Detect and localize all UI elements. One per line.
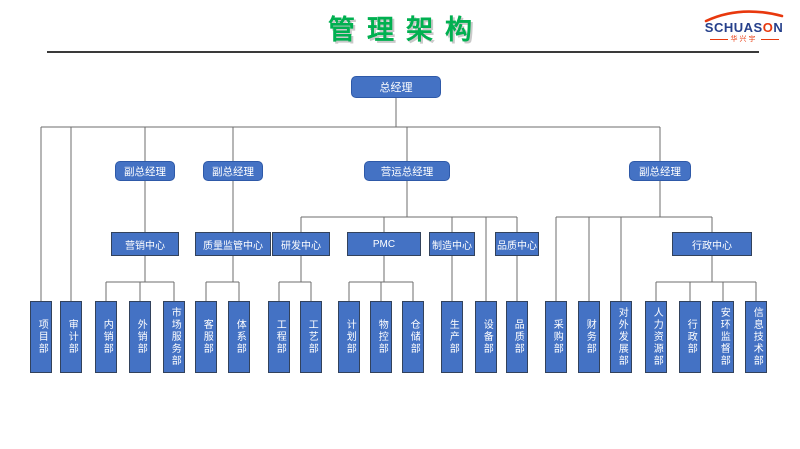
dept-node: 对外发展部 — [610, 301, 632, 373]
dept-label: 项目部 — [36, 319, 48, 355]
dept-node: 体系部 — [228, 301, 250, 373]
dept-label: 工程部 — [274, 319, 286, 355]
dept-label: 外销部 — [135, 319, 147, 355]
dept-label: 客服部 — [201, 319, 213, 355]
node-general-manager: 总经理 — [351, 76, 441, 98]
dept-node: 采购部 — [545, 301, 567, 373]
node-center-marketing: 营销中心 — [111, 232, 179, 256]
node-center-quality: 品质中心 — [495, 232, 539, 256]
node-center-manufacturing: 制造中心 — [429, 232, 475, 256]
dept-node: 设备部 — [475, 301, 497, 373]
dept-label: 工艺部 — [306, 319, 318, 355]
node-center-pmc: PMC — [347, 232, 421, 256]
node-center-rnd: 研发中心 — [272, 232, 330, 256]
page-title: 管理架构 — [328, 15, 484, 45]
logo-swoosh-icon — [704, 10, 784, 23]
dept-node: 安环监督部 — [712, 301, 734, 373]
dept-label: 采购部 — [551, 319, 563, 355]
subtitle-dash-right — [760, 39, 779, 40]
dept-node: 行政部 — [679, 301, 701, 373]
title-divider-line — [47, 51, 759, 53]
dept-node: 信息技术部 — [745, 301, 767, 373]
dept-node: 物控部 — [370, 301, 392, 373]
dept-label: 计划部 — [344, 319, 356, 355]
dept-node: 审计部 — [60, 301, 82, 373]
subtitle-dash-left — [709, 39, 728, 40]
node-deputy-gm-2: 副总经理 — [203, 161, 263, 181]
dept-label: 安环监督部 — [718, 307, 730, 367]
dept-label: 设备部 — [481, 319, 493, 355]
dept-label: 对外发展部 — [616, 307, 628, 367]
dept-label: 体系部 — [234, 319, 246, 355]
node-deputy-gm-1: 副总经理 — [115, 161, 175, 181]
dept-node: 市场服务部 — [163, 301, 185, 373]
brand-name: SCHUASON — [698, 21, 790, 34]
dept-label: 仓储部 — [408, 319, 420, 355]
dept-label: 市场服务部 — [169, 307, 181, 367]
brand-text-right: N — [773, 20, 784, 35]
dept-label: 物控部 — [376, 319, 388, 355]
node-operations-gm: 营运总经理 — [364, 161, 450, 181]
dept-node: 内销部 — [95, 301, 117, 373]
dept-node: 计划部 — [338, 301, 360, 373]
dept-node: 财务部 — [578, 301, 600, 373]
brand-subtitle: 华兴宇 — [730, 36, 758, 43]
brand-subtitle-row: 华兴宇 — [698, 36, 790, 43]
node-deputy-gm-3: 副总经理 — [629, 161, 691, 181]
dept-label: 生产部 — [447, 319, 459, 355]
dept-label: 品质部 — [512, 319, 524, 355]
dept-node: 工程部 — [268, 301, 290, 373]
dept-node: 人力资源部 — [645, 301, 667, 373]
brand-text-left: SCHUAS — [704, 20, 763, 35]
dept-label: 行政部 — [685, 319, 697, 355]
dept-label: 信息技术部 — [751, 307, 763, 367]
company-logo: SCHUASON 华兴宇 — [698, 9, 790, 43]
node-center-quality-supervision: 质量监管中心 — [195, 232, 271, 256]
dept-node: 仓储部 — [402, 301, 424, 373]
dept-node: 工艺部 — [300, 301, 322, 373]
dept-label: 审计部 — [66, 319, 78, 355]
dept-label: 内销部 — [101, 319, 113, 355]
dept-node: 项目部 — [30, 301, 52, 373]
node-center-administration: 行政中心 — [672, 232, 752, 256]
brand-letter-o: O — [762, 20, 774, 35]
dept-node: 生产部 — [441, 301, 463, 373]
dept-label: 财务部 — [584, 319, 596, 355]
dept-node: 品质部 — [506, 301, 528, 373]
dept-node: 外销部 — [129, 301, 151, 373]
dept-label: 人力资源部 — [651, 307, 663, 367]
dept-node: 客服部 — [195, 301, 217, 373]
